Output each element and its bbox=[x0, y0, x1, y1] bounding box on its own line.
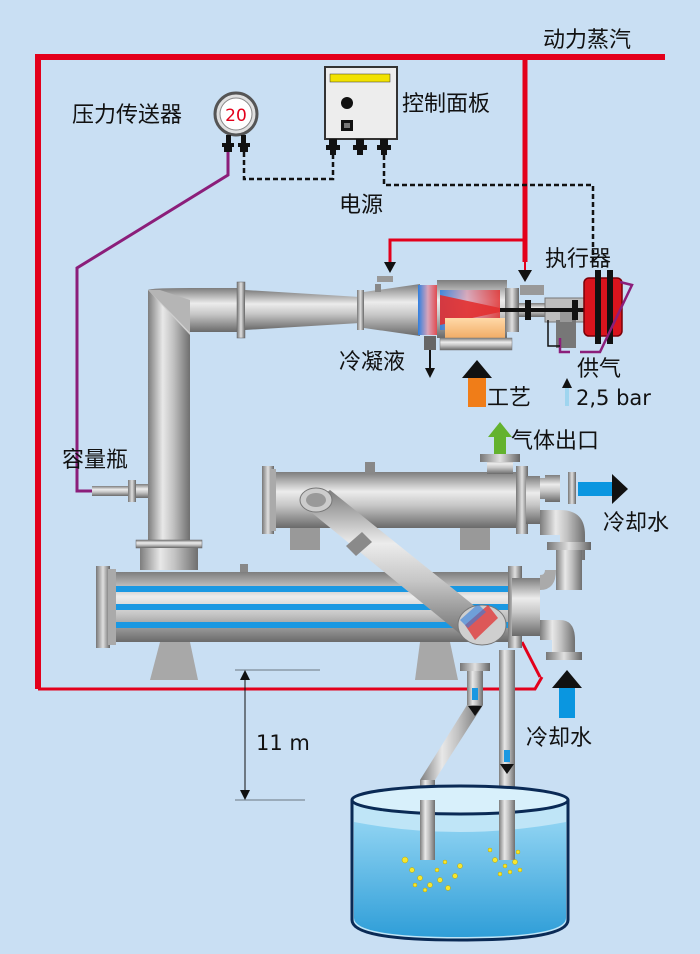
label-power: 电源 bbox=[339, 193, 383, 218]
steam-ejector bbox=[245, 276, 590, 351]
label-air-pressure: 2,5 bar bbox=[576, 386, 651, 410]
height-dimension bbox=[235, 669, 320, 801]
gauge-value: 20 bbox=[225, 106, 247, 126]
actuator bbox=[547, 270, 634, 354]
cooling-water-in-arrow-icon bbox=[552, 670, 582, 718]
signal-lines bbox=[242, 152, 595, 262]
label-air-supply: 供气 bbox=[577, 357, 621, 382]
label-volume-bottle: 容量瓶 bbox=[62, 448, 128, 473]
label-condensate: 冷凝液 bbox=[339, 350, 405, 375]
cooling-water-out-arrow-icon bbox=[578, 474, 628, 504]
label-height: 11 m bbox=[256, 731, 310, 755]
label-motive-steam: 动力蒸汽 bbox=[543, 28, 631, 53]
impulse-line bbox=[75, 152, 230, 493]
control-panel-connectors bbox=[326, 139, 391, 155]
process-arrow-icon bbox=[462, 360, 492, 407]
label-pressure-transmitter: 压力传送器 bbox=[72, 103, 182, 128]
suction-pipe bbox=[135, 281, 246, 570]
steam-inlet-arrow-icon bbox=[518, 270, 532, 282]
main-condenser bbox=[96, 564, 582, 680]
gas-outlet-arrow-icon bbox=[488, 422, 512, 455]
label-actuator: 执行器 bbox=[545, 247, 611, 272]
label-cooling-water-in: 冷却水 bbox=[526, 726, 592, 751]
label-control-panel: 控制面板 bbox=[402, 92, 490, 117]
bubbles bbox=[401, 847, 523, 893]
steam-branch-arrow-icon bbox=[384, 262, 396, 273]
pressure-transmitter-gauge bbox=[213, 91, 259, 152]
label-gas-outlet: 气体出口 bbox=[511, 429, 599, 454]
label-process: 工艺 bbox=[487, 386, 531, 411]
condensate-drain bbox=[424, 336, 436, 378]
diagonal-connecting-pipe bbox=[299, 487, 507, 646]
motive-steam-line bbox=[35, 54, 665, 691]
volume-bottle bbox=[92, 480, 148, 502]
label-cooling-water-out: 冷却水 bbox=[603, 511, 669, 536]
hotwell-tank bbox=[350, 784, 570, 942]
air-supply-arrow-icon bbox=[562, 378, 572, 388]
control-panel bbox=[324, 66, 398, 140]
